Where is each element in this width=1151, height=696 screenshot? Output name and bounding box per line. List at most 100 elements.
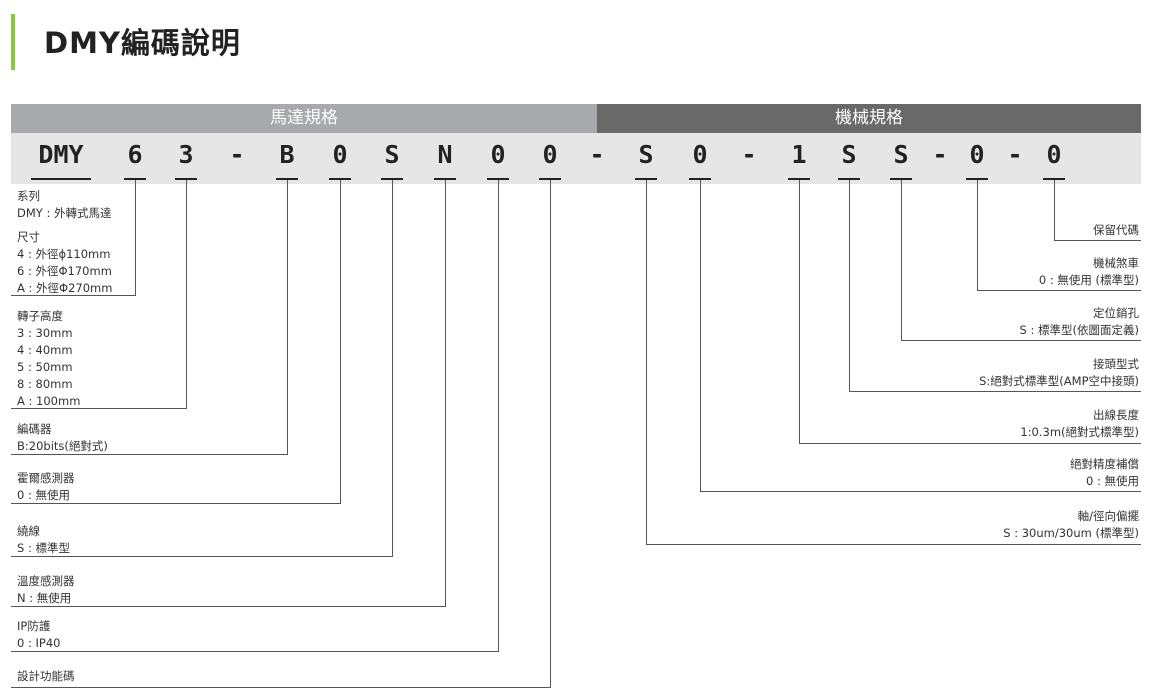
size-label: 尺寸 4 : 外徑ϕ110mm 6 : 外徑Φ170mm A : 外徑Φ270m… <box>17 229 112 297</box>
code-brake: 0 <box>969 140 985 169</box>
hall-sensor-label: 霍爾感測器 0 : 無使用 <box>17 470 75 504</box>
leader-line <box>646 544 1141 545</box>
leader-line <box>1054 240 1141 241</box>
ip-option: 0 : IP40 <box>17 636 61 650</box>
code-dash: - <box>589 140 605 169</box>
temp-sensor-label: 溫度感測器 N : 無使用 <box>17 573 75 607</box>
code-underline <box>890 178 912 180</box>
code-height: 3 <box>178 140 194 169</box>
height-option: 8 : 80mm <box>17 377 73 391</box>
leader-line <box>977 290 1141 291</box>
pinhole-label: 定位銷孔 S : 標準型(依圖面定義) <box>1020 305 1139 339</box>
code-runout: S <box>638 140 654 169</box>
connector-option: S:絕對式標準型(AMP空中接頭) <box>979 374 1139 388</box>
brake-title: 機械煞車 <box>1093 256 1139 270</box>
series-title: 系列 <box>17 189 40 203</box>
leader-line <box>186 180 187 408</box>
leader-line <box>135 180 136 295</box>
encoder-title: 編碼器 <box>17 422 52 436</box>
mechanical-spec-header: 機械規格 <box>597 104 1141 133</box>
design-code-label: 設計功能碼 <box>17 668 75 685</box>
cable-length-label: 出線長度 1:0.3m(絕對式標準型) <box>1020 407 1139 441</box>
runout-title: 軸/徑向偏擺 <box>1077 509 1139 523</box>
code-underline <box>276 178 298 180</box>
encoder-option: B:20bits(絕對式) <box>17 439 108 453</box>
code-underline <box>124 178 146 180</box>
leader-line <box>799 180 800 443</box>
connector-title: 接頭型式 <box>1093 357 1139 371</box>
accuracy-title: 絕對精度補償 <box>1070 457 1139 471</box>
pinhole-title: 定位銷孔 <box>1093 306 1139 320</box>
height-option: 3 : 30mm <box>17 326 73 340</box>
winding-title: 繞線 <box>17 524 40 538</box>
leader-line <box>11 408 187 409</box>
leader-line <box>392 180 393 556</box>
code-underline <box>329 178 351 180</box>
leader-line <box>287 180 288 454</box>
code-underline <box>175 178 197 180</box>
runout-option: S : 30um/30um (標準型) <box>1003 526 1139 540</box>
leader-line <box>11 687 551 688</box>
pinhole-option: S : 標準型(依圖面定義) <box>1019 323 1139 337</box>
leader-line <box>11 651 499 652</box>
leader-line <box>901 180 902 340</box>
height-option: 4 : 40mm <box>17 343 73 357</box>
code-underline <box>1043 178 1065 180</box>
leader-line <box>849 391 1141 392</box>
brake-label: 機械煞車 0 : 無使用 (標準型) <box>1039 255 1139 289</box>
code-underline <box>31 178 91 180</box>
leader-line <box>1054 180 1055 240</box>
temp-title: 溫度感測器 <box>17 574 75 588</box>
code-pinhole: S <box>893 140 909 169</box>
leader-line <box>977 180 978 290</box>
code-winding: S <box>384 140 400 169</box>
code-dash: - <box>229 140 245 169</box>
code-underline <box>838 178 860 180</box>
leader-line <box>498 180 499 651</box>
page-title: DMY編碼說明 <box>44 26 241 60</box>
temp-option: N : 無使用 <box>17 591 72 605</box>
leader-line <box>799 443 1141 444</box>
title-accent-bar <box>11 14 15 70</box>
reserved-code-label: 保留代碼 <box>1093 222 1139 239</box>
code-connector: S <box>841 140 857 169</box>
code-underline <box>788 178 810 180</box>
code-dash: - <box>1007 140 1023 169</box>
winding-option: S : 標準型 <box>17 541 70 555</box>
hall-title: 霍爾感測器 <box>17 471 75 485</box>
code-underline <box>487 178 509 180</box>
connector-label: 接頭型式 S:絕對式標準型(AMP空中接頭) <box>979 356 1139 390</box>
brake-option: 0 : 無使用 (標準型) <box>1038 273 1139 287</box>
leader-line <box>901 340 1141 341</box>
code-accuracy: 0 <box>692 140 708 169</box>
cable-title: 出線長度 <box>1093 408 1139 422</box>
code-dash: - <box>932 140 948 169</box>
leader-line <box>11 606 446 607</box>
code-design: 0 <box>542 140 558 169</box>
code-underline <box>635 178 657 180</box>
leader-line <box>445 180 446 606</box>
code-cable: 1 <box>791 140 807 169</box>
encoder-label: 編碼器 B:20bits(絕對式) <box>17 421 108 455</box>
size-title: 尺寸 <box>17 230 40 244</box>
code-underline <box>539 178 561 180</box>
size-option: 6 : 外徑Φ170mm <box>17 264 112 278</box>
series-option: DMY : 外轉式馬達 <box>17 206 112 220</box>
leader-line <box>11 454 288 455</box>
design-title: 設計功能碼 <box>17 669 75 683</box>
leader-line <box>849 180 850 391</box>
leader-line <box>11 503 341 504</box>
ip-label: IP防護 0 : IP40 <box>17 618 60 652</box>
leader-line <box>11 295 136 296</box>
code-row <box>11 133 1141 184</box>
code-underline <box>381 178 403 180</box>
leader-line <box>700 180 701 491</box>
code-size: 6 <box>127 140 143 169</box>
code-underline <box>434 178 456 180</box>
height-option: 5 : 50mm <box>17 360 73 374</box>
hall-option: 0 : 無使用 <box>17 488 71 502</box>
size-option: 4 : 外徑ϕ110mm <box>17 247 111 261</box>
code-encoder: B <box>279 140 295 169</box>
height-label: 轉子高度 3 : 30mm 4 : 40mm 5 : 50mm 8 : 80mm… <box>17 308 80 410</box>
code-hall: 0 <box>332 140 348 169</box>
